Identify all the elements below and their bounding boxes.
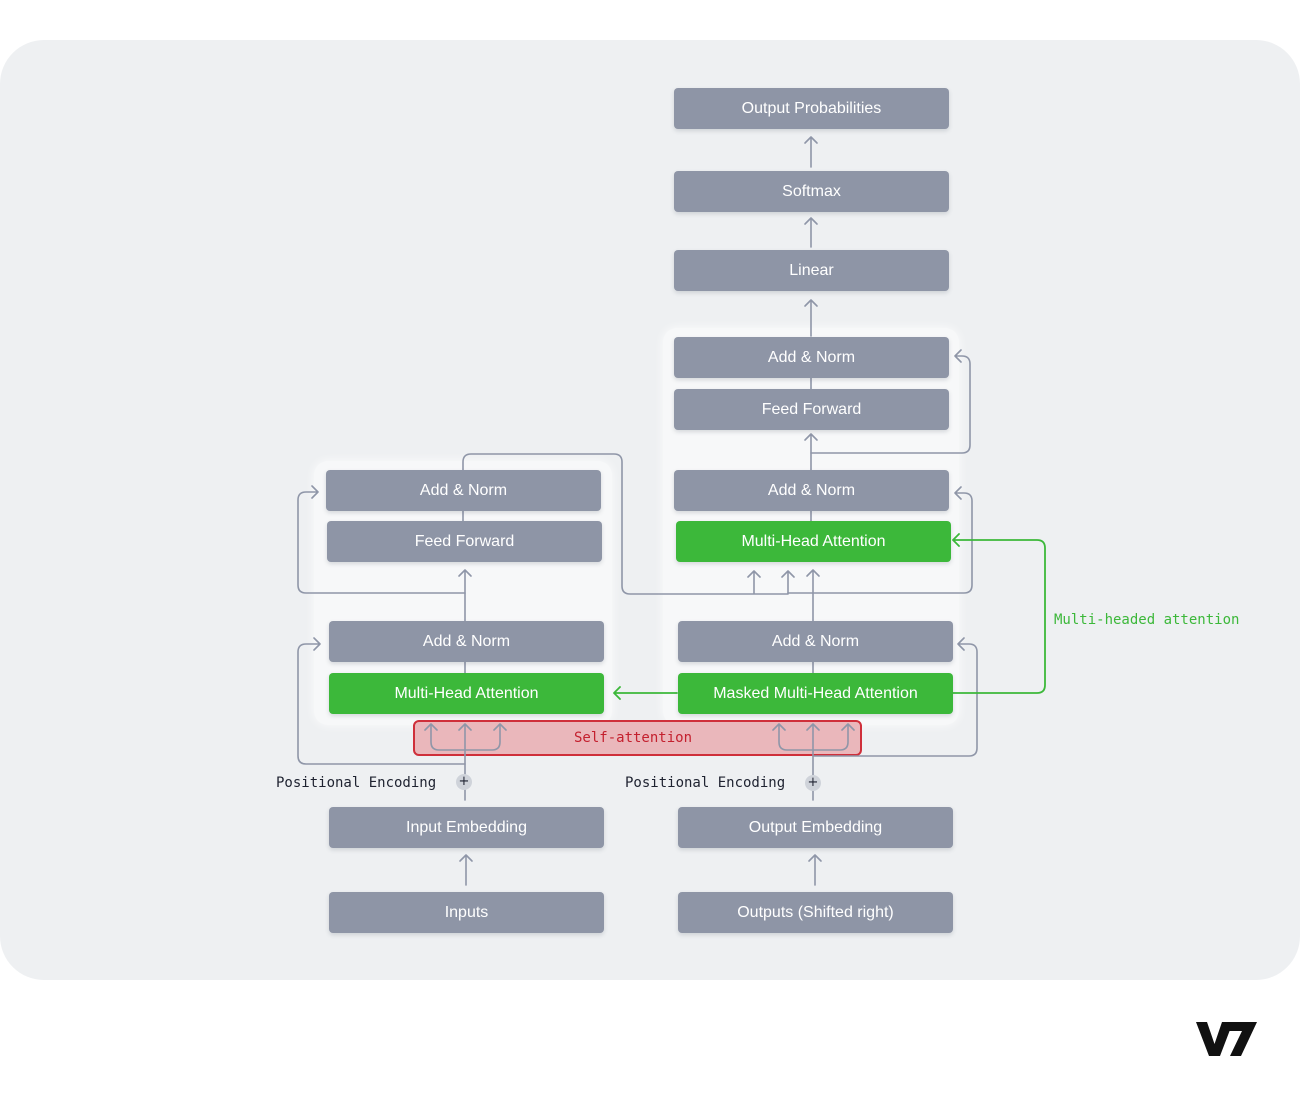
arrow-linear-to-softmax xyxy=(804,217,818,248)
decoder-add-norm-mid: Add & Norm xyxy=(674,470,949,511)
decoder-feed-forward: Feed Forward xyxy=(674,389,949,430)
arrow-inputs-to-embedding xyxy=(459,854,473,886)
arrow-outputs-to-embedding xyxy=(808,854,822,886)
residual-ff-loop xyxy=(810,349,971,454)
encoder-multi-head-attention: Multi-Head Attention xyxy=(329,673,604,714)
arrow-addnorm-to-decoder-mha xyxy=(806,569,820,622)
arrow-addnorm-to-feedforward xyxy=(804,433,818,471)
outputs-shifted-box: Outputs (Shifted right) xyxy=(678,892,953,933)
input-plus-icon: + xyxy=(456,774,472,790)
encoder-add-norm-top: Add & Norm xyxy=(326,470,601,511)
encoder-feed-forward: Feed Forward xyxy=(327,521,602,562)
encoder-output-to-decoder xyxy=(462,453,795,595)
masked-multi-head-attention: Masked Multi-Head Attention xyxy=(678,673,953,714)
v7-logo-icon xyxy=(1196,1022,1257,1056)
residual-masked-loop xyxy=(812,637,978,757)
decoder-add-norm-bottom: Add & Norm xyxy=(678,621,953,662)
diagram-panel xyxy=(0,40,1300,980)
enc-residual-mha-loop xyxy=(297,637,466,765)
output-positional-encoding-label: Positional Encoding xyxy=(625,775,786,791)
arrow-addnorm-to-linear xyxy=(804,299,818,337)
input-embedding-box: Input Embedding xyxy=(329,807,604,848)
output-embedding-box: Output Embedding xyxy=(678,807,953,848)
input-positional-encoding-label: Positional Encoding xyxy=(276,775,437,791)
softmax-box: Softmax xyxy=(674,171,949,212)
arrow-enc-addnorm-to-feedforward xyxy=(458,569,472,622)
masked-to-encoder-mha-arrow xyxy=(613,686,678,700)
multi-headed-attention-label: Multi-headed attention xyxy=(1054,612,1240,628)
multi-headed-attention-bracket xyxy=(952,533,1046,694)
inputs-box: Inputs xyxy=(329,892,604,933)
linear-box: Linear xyxy=(674,250,949,291)
arrow-softmax-to-output xyxy=(804,136,818,168)
decoder-multi-head-attention: Multi-Head Attention xyxy=(676,521,951,562)
output-plus-icon: + xyxy=(805,775,821,791)
enc-self-attn-arrows xyxy=(424,723,507,801)
encoder-add-norm-bottom: Add & Norm xyxy=(329,621,604,662)
self-attention-label: Self-attention xyxy=(574,730,693,746)
decoder-add-norm-top: Add & Norm xyxy=(674,337,949,378)
residual-mha-loop xyxy=(787,486,973,594)
output-probabilities-box: Output Probabilities xyxy=(674,88,949,129)
enc-residual-ff-loop xyxy=(297,485,466,594)
dec-self-attn-arrows xyxy=(772,723,855,801)
